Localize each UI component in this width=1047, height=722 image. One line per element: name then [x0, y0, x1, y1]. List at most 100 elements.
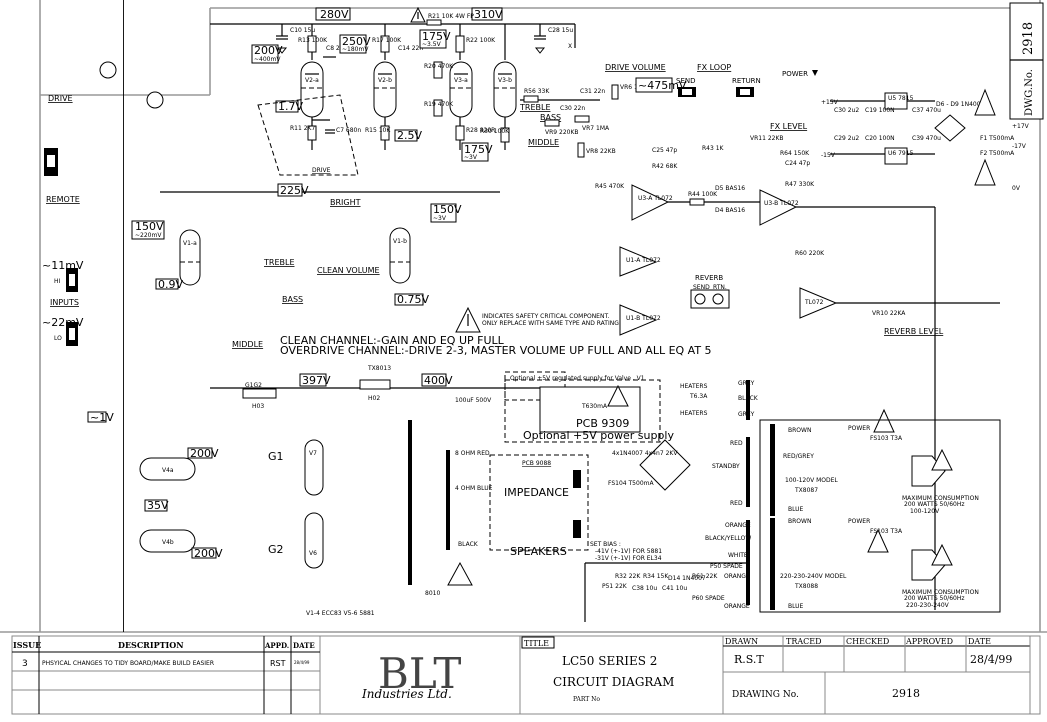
svg-text:MAXIMUM CONSUMPTION: MAXIMUM CONSUMPTION [902, 589, 979, 596]
company-logo: BLT [378, 649, 461, 698]
svg-text:8 OHM RED: 8 OHM RED [455, 450, 490, 457]
revision-row: 3 PHSYICAL CHANGES TO TIDY BOARD/MAKE BU… [22, 659, 310, 669]
svg-text:V4b: V4b [162, 539, 174, 546]
svg-text:H03: H03 [252, 403, 264, 410]
voltage-400v: 400V [424, 374, 453, 387]
svg-text:R43 1K: R43 1K [702, 145, 725, 152]
svg-text:ORANGE: ORANGE [724, 603, 750, 610]
fx-return-label: RETURN [732, 77, 761, 85]
voltage-310v: 310V [474, 8, 503, 21]
svg-text:V1-a: V1-a [183, 240, 197, 247]
svg-text:FS103 T3A: FS103 T3A [870, 528, 903, 535]
reverb-level-label: REVERB LEVEL [884, 327, 944, 336]
svg-text:HEATERS: HEATERS [680, 383, 708, 390]
svg-text:C10 15u: C10 15u [290, 27, 315, 34]
preamp-hv-rail: 280V 310V R21 10K 4W FP X C10 15u C28 15… [210, 6, 576, 54]
svg-text:220-230-240V: 220-230-240V [906, 602, 950, 609]
inputs-label: INPUTS [50, 298, 79, 307]
voltage-150v-b: 150V [433, 203, 462, 216]
svg-text:-31V (+-1V) FOR EL34: -31V (+-1V) FOR EL34 [595, 555, 662, 562]
svg-text:~3V: ~3V [464, 154, 478, 161]
tube-v2b: R17 100K V2-b C14 22n [372, 24, 423, 118]
svg-text:100-120V MODEL: 100-120V MODEL [785, 477, 838, 484]
svg-text:POWER: POWER [848, 425, 870, 432]
svg-text:FX LEVEL: FX LEVEL [770, 122, 808, 131]
svg-text:4x1N4007 4x4n7 2KV: 4x1N4007 4x4n7 2KV [612, 450, 678, 457]
svg-text:+17V: +17V [1012, 123, 1030, 130]
svg-text:P50 SPADE: P50 SPADE [710, 563, 743, 570]
voltage-200v-c: 200V [194, 547, 223, 560]
checked-label: CHECKED [846, 637, 889, 646]
svg-text:INDICATES SAFETY CRITICAL COMP: INDICATES SAFETY CRITICAL COMPONENT. [482, 313, 609, 320]
approved-label: APPROVED [905, 637, 953, 646]
svg-text:F1 T500mA: F1 T500mA [980, 135, 1015, 142]
date-label: DATE [968, 637, 991, 646]
svg-text:U3-A TL072: U3-A TL072 [638, 195, 673, 202]
title-block: ISSUE DESCRIPTION APPD. DATE 3 PHSYICAL … [10, 635, 1041, 717]
svg-text:C39 470u: C39 470u [912, 135, 941, 142]
tube-v2a: R13 100K V2-a C8 22n [298, 24, 348, 118]
power-supply-regulators: POWER +15V -15V U5 7815 U6 7915 C30 2u2 … [782, 70, 1030, 192]
svg-text:V4a: V4a [162, 467, 174, 474]
svg-text:U3-B TL072: U3-B TL072 [764, 200, 799, 207]
svg-text:C38 10u: C38 10u [632, 585, 657, 592]
svg-text:X: X [568, 43, 572, 50]
voltage-1-7v: 1.7V [278, 100, 303, 113]
svg-text:~220mV: ~220mV [135, 232, 162, 239]
voltage-397v: 397V [302, 374, 331, 387]
svg-text:R32 22K: R32 22K [615, 573, 641, 580]
drive-pot-group [257, 94, 359, 176]
svg-text:P60 SPADE: P60 SPADE [692, 595, 725, 602]
svg-text:BRIGHT: BRIGHT [330, 198, 361, 207]
svg-text:FS103 T3A: FS103 T3A [870, 435, 903, 442]
svg-text:P51 22K: P51 22K [602, 583, 628, 590]
svg-text:RST: RST [270, 659, 286, 668]
valve-types-note: V1-4 ECC83 V5-6 5881 [306, 610, 375, 617]
appd-header: APPD. [264, 641, 289, 650]
reverb-label: REVERB [695, 274, 723, 282]
svg-text:U1-B TL072: U1-B TL072 [626, 315, 661, 322]
remote-label: REMOTE [46, 195, 80, 204]
svg-text:R47 330K: R47 330K [785, 181, 815, 188]
svg-text:PCB 9088: PCB 9088 [522, 460, 551, 467]
svg-text:D4 BAS16: D4 BAS16 [715, 207, 745, 214]
optional-psu: Optional +5V regulated supply for Valve … [455, 371, 674, 443]
svg-text:FS104 T500mA: FS104 T500mA [608, 480, 654, 487]
dwg-number: 2918 [1021, 22, 1036, 55]
svg-text:T6.3A: T6.3A [689, 393, 708, 400]
reverb-section: U1-A TL072 U1-B TL072 REVERB SEND RTN. T… [619, 246, 1000, 336]
svg-text:TL072: TL072 [804, 299, 824, 306]
svg-text:MAXIMUM CONSUMPTION: MAXIMUM CONSUMPTION [902, 495, 979, 502]
svg-text:D6 - D9 1N4007*4: D6 - D9 1N4007*4 [936, 101, 991, 108]
drawn-value: R.S.T [734, 653, 764, 666]
svg-text:POWER: POWER [848, 518, 870, 525]
input-lo-label: LO [54, 335, 62, 342]
svg-text:4 OHM BLUE: 4 OHM BLUE [455, 485, 493, 492]
voltage-35v: 35V [147, 499, 169, 512]
svg-text:DRIVE: DRIVE [312, 167, 331, 174]
svg-text:U6 7915: U6 7915 [888, 150, 914, 157]
svg-text:R17 100K: R17 100K [372, 37, 402, 44]
voltage-475mv: ~475mV [638, 79, 687, 92]
svg-text:HEATERS: HEATERS [680, 410, 708, 417]
voltage-1v: ~1V [90, 411, 114, 424]
opamp-u3b: U3-B TL072 C24 47p R47 330K R64 150K [759, 150, 936, 610]
drawing-no-label: DRAWING No. [732, 690, 799, 700]
setup-notes: CLEAN CHANNEL:-GAIN AND EQ UP FULL OVERD… [280, 306, 712, 357]
svg-text:BROWN: BROWN [788, 518, 811, 525]
svg-text:R20 470K: R20 470K [424, 63, 454, 70]
remote-switching: DRIVE REMOTE [44, 61, 164, 204]
svg-text:C14 22n: C14 22n [398, 45, 423, 52]
voltage-200v-v2a: 200V [254, 44, 283, 57]
svg-text:C31 22n: C31 22n [580, 88, 605, 95]
svg-text:BASS: BASS [282, 295, 303, 304]
title-line-2: CIRCUIT DIAGRAM [553, 675, 674, 689]
company-name: Industries Ltd. [361, 687, 452, 701]
svg-text:-41V (+-1V) FOR 5881: -41V (+-1V) FOR 5881 [595, 548, 662, 555]
svg-text:F2 T500mA: F2 T500mA [980, 150, 1015, 157]
description-header: DESCRIPTION [118, 640, 184, 650]
svg-text:C8 22n: C8 22n [326, 45, 348, 52]
svg-text:100uF 500V: 100uF 500V [455, 397, 492, 404]
svg-text:200 WATTS 50/60Hz: 200 WATTS 50/60Hz [904, 595, 965, 602]
